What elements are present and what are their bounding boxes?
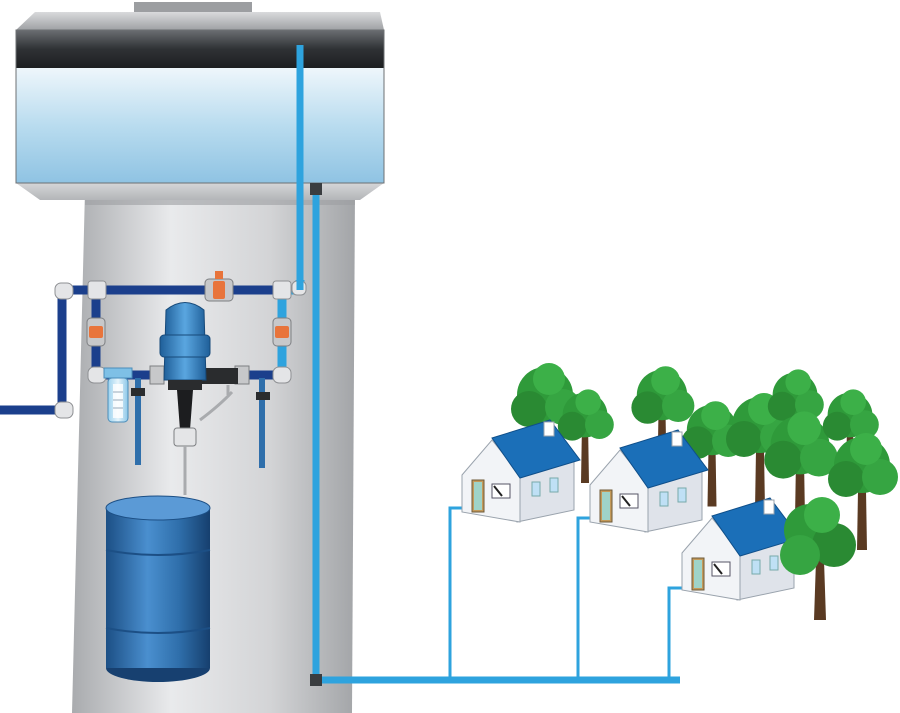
valve-icon [272,317,292,347]
tree-icon [780,497,856,620]
branch-house-3 [667,586,686,680]
trees [511,363,898,550]
tree-icon [557,389,614,483]
branch-house-1 [448,506,466,680]
dosing-pump-icon [149,302,250,495]
main-downpipe [312,190,680,684]
house-icon [461,419,581,523]
houses [461,419,801,601]
chemical-barrel-icon [105,495,211,682]
tree-icon [828,433,898,550]
pipe-fittings [54,280,307,419]
branch-house-2 [576,516,596,680]
tree-icon [631,366,695,472]
tank-roof [16,12,384,30]
tank-water [16,68,384,183]
valve-icon [86,317,106,347]
inlet-pipe [0,285,90,415]
tree-icon [764,411,838,535]
house-icon [681,497,801,601]
valves [86,271,292,347]
tank-roof-vent [134,2,252,12]
tree-icon [767,369,824,463]
valve-icon [204,271,234,302]
tank-bottom [16,183,384,200]
tank-band [16,30,384,68]
water-filter-icon [103,367,270,468]
house-icon [589,429,709,533]
